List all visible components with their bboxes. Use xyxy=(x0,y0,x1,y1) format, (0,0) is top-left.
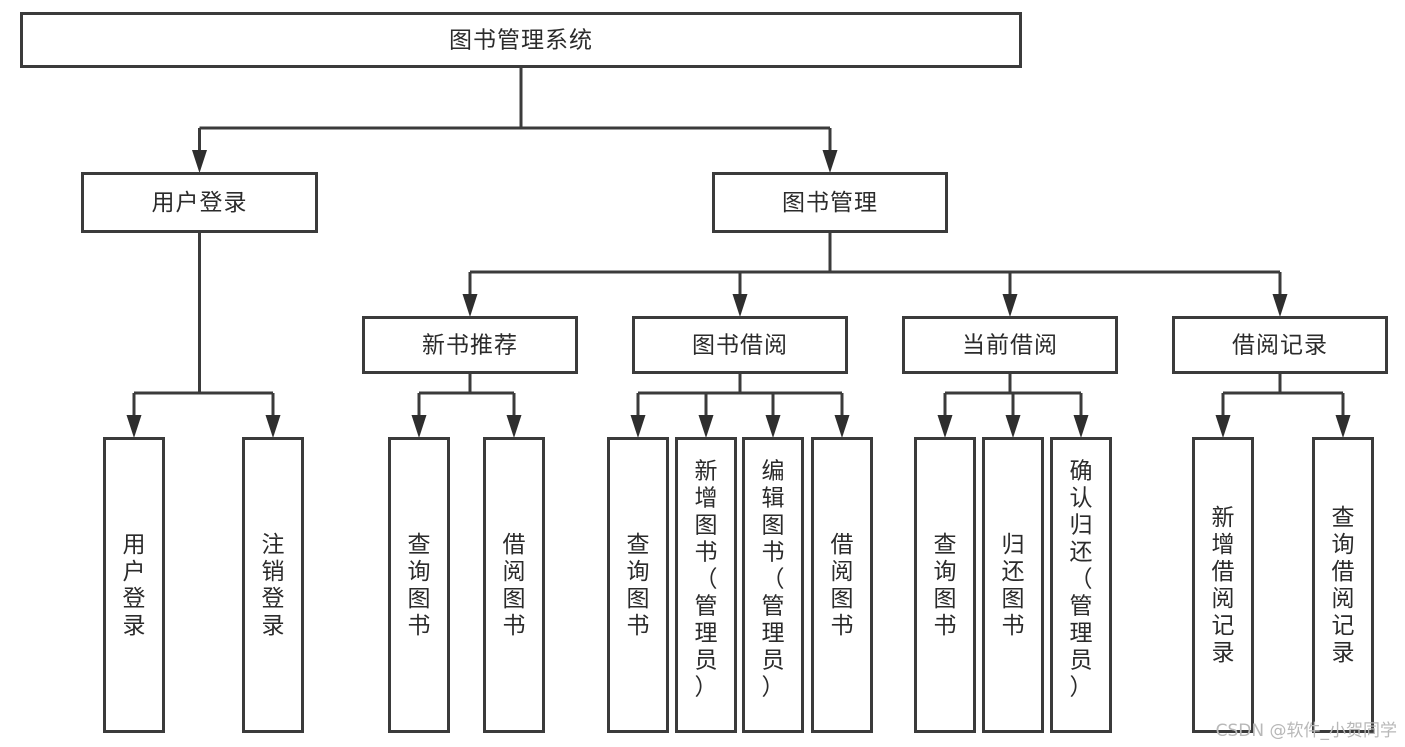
node-rect xyxy=(712,172,948,233)
node-rect xyxy=(902,316,1118,374)
node-rect xyxy=(103,437,165,733)
node-label: 归还图书 xyxy=(1002,532,1025,639)
node-l-return-book[interactable]: 归还图书 xyxy=(982,437,1044,733)
node-l-query-record[interactable]: 查询借阅记录 xyxy=(1312,437,1374,733)
node-rect xyxy=(81,172,318,233)
node-n-borrow-record[interactable]: 借阅记录 xyxy=(1172,316,1388,374)
node-rect xyxy=(242,437,304,733)
node-label: 新增图书（管理员） xyxy=(695,458,718,700)
node-l-query-book-1[interactable]: 查询图书 xyxy=(388,437,450,733)
node-rect xyxy=(811,437,873,733)
node-l-add-record[interactable]: 新增借阅记录 xyxy=(1192,437,1254,733)
node-l-borrow-book-2[interactable]: 借阅图书 xyxy=(811,437,873,733)
node-rect xyxy=(362,316,578,374)
node-label: 注销登录 xyxy=(262,532,285,639)
node-l-query-book-2[interactable]: 查询图书 xyxy=(607,437,669,733)
node-label: 借阅记录 xyxy=(1232,333,1328,359)
node-n-book-mgmt[interactable]: 图书管理 xyxy=(712,172,948,233)
node-rect xyxy=(1172,316,1388,374)
node-n-current-borrow[interactable]: 当前借阅 xyxy=(902,316,1118,374)
node-label: 查询图书 xyxy=(934,532,957,639)
edges-layer xyxy=(126,68,1351,438)
node-label: 借阅图书 xyxy=(831,532,854,639)
node-rect xyxy=(1192,437,1254,733)
node-label: 借阅图书 xyxy=(503,532,526,639)
node-l-query-book-3[interactable]: 查询图书 xyxy=(914,437,976,733)
node-label: 新增借阅记录 xyxy=(1212,505,1235,666)
node-rect xyxy=(607,437,669,733)
node-l-add-book[interactable]: 新增图书（管理员） xyxy=(675,437,737,733)
node-label: 查询图书 xyxy=(408,532,431,639)
node-label: 用户登录 xyxy=(123,532,146,639)
node-label: 新书推荐 xyxy=(422,333,518,359)
node-label: 用户登录 xyxy=(152,190,248,216)
node-label: 当前借阅 xyxy=(962,333,1058,359)
node-root[interactable]: 图书管理系统 xyxy=(20,12,1022,68)
node-l-confirm-return[interactable]: 确认归还（管理员） xyxy=(1050,437,1112,733)
node-label: 图书管理 xyxy=(782,190,878,216)
node-l-borrow-book-1[interactable]: 借阅图书 xyxy=(483,437,545,733)
node-label: 图书借阅 xyxy=(692,333,788,359)
node-label: 查询借阅记录 xyxy=(1332,505,1355,666)
node-rect xyxy=(1050,437,1112,733)
node-rect xyxy=(742,437,804,733)
node-l-user-login[interactable]: 用户登录 xyxy=(103,437,165,733)
node-label: 确认归还（管理员） xyxy=(1070,458,1093,700)
node-l-logout[interactable]: 注销登录 xyxy=(242,437,304,733)
node-label: 查询图书 xyxy=(627,532,650,639)
node-rect xyxy=(1312,437,1374,733)
nodes-layer: 图书管理系统用户登录图书管理新书推荐图书借阅当前借阅借阅记录用户登录注销登录查询… xyxy=(20,12,1388,733)
node-l-edit-book[interactable]: 编辑图书（管理员） xyxy=(742,437,804,733)
node-n-book-borrow[interactable]: 图书借阅 xyxy=(632,316,848,374)
node-rect xyxy=(20,12,1022,68)
node-n-user-login[interactable]: 用户登录 xyxy=(81,172,318,233)
node-rect xyxy=(388,437,450,733)
node-rect xyxy=(632,316,848,374)
node-rect xyxy=(483,437,545,733)
node-rect xyxy=(914,437,976,733)
node-rect xyxy=(982,437,1044,733)
node-label: 图书管理系统 xyxy=(449,28,593,54)
node-n-new-book-rec[interactable]: 新书推荐 xyxy=(362,316,578,374)
node-rect xyxy=(675,437,737,733)
node-label: 编辑图书（管理员） xyxy=(762,458,785,700)
